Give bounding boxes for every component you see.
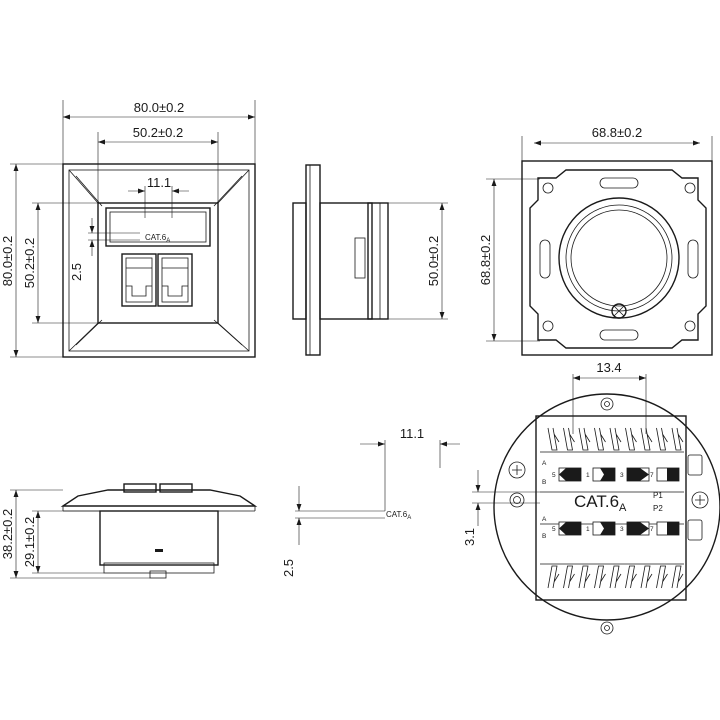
- idc-terminal-top-5: [609, 427, 622, 451]
- svg-text:3: 3: [620, 526, 624, 533]
- svg-text:7: 7: [650, 472, 654, 479]
- pair-block-1: 1: [586, 467, 616, 482]
- back-screw: [611, 303, 627, 319]
- dim-front-module: 11.1: [147, 175, 171, 190]
- svg-text:5: 5: [552, 526, 556, 533]
- pair-block-3: 3: [620, 467, 650, 482]
- dim-side-height: 50.0±0.2: [426, 236, 441, 287]
- wiring-row-bottom: A B 5 1 3 7: [542, 516, 680, 540]
- dim-bottom-body-depth: 29.1±0.2: [22, 517, 37, 568]
- dim-bottom-total-depth: 38.2±0.2: [0, 509, 15, 560]
- bottom-view: 38.2±0.2 29.1±0.2: [0, 483, 258, 579]
- back-frame: [521, 160, 713, 356]
- pair-block-7-bottom: 7: [650, 521, 680, 536]
- idc-terminal-top-3: [578, 427, 591, 451]
- pair-block-1-bottom: 1: [586, 521, 616, 536]
- svg-text:5: 5: [552, 472, 556, 479]
- back-view: 68.8±0.2 68.8±0.2: [478, 125, 713, 356]
- dim-front-outer-width: 80.0±0.2: [134, 100, 185, 115]
- port-label-p1: P1: [653, 491, 663, 500]
- terminal-housing: [493, 393, 720, 621]
- label-detail-view: 11.1 2.5 CAT.6A: [281, 426, 460, 577]
- front-plate-outline: [62, 163, 256, 358]
- back-round-opening: [558, 197, 680, 319]
- dim-front-small: 2.5: [69, 263, 84, 281]
- idc-terminal-top-9: [671, 427, 684, 451]
- label-window: [105, 207, 211, 247]
- svg-text:7: 7: [650, 526, 654, 533]
- label-detail-cat: CAT.6A: [386, 510, 411, 521]
- idc-terminal-bottom-4: [594, 565, 606, 589]
- idc-terminal-bottom-2: [563, 565, 575, 589]
- pair-block-3-bottom: 3: [620, 521, 650, 536]
- idc-terminal-top-4: [594, 427, 606, 451]
- idc-terminal-top-2: [563, 427, 575, 451]
- idc-terminal-bottom-8: [656, 565, 668, 589]
- pair-block-5-bottom: 5: [552, 521, 582, 536]
- dim-front-inner-width: 50.2±0.2: [133, 125, 184, 140]
- port-label-p2: P2: [653, 504, 663, 513]
- idc-terminal-bottom-9: [671, 565, 684, 589]
- wiring-row-top: A B 5 1 3 7: [542, 460, 680, 486]
- front-insert: [97, 202, 219, 324]
- row-label-a-bottom: A: [542, 516, 547, 523]
- idc-terminal-bottom-7: [640, 565, 653, 589]
- jack-port-1: [121, 253, 157, 307]
- dim-terminal-height: 3.1: [462, 528, 477, 546]
- svg-text:3: 3: [620, 472, 624, 479]
- idc-terminal-top-6: [625, 427, 637, 451]
- dim-back-width: 68.8±0.2: [592, 125, 643, 140]
- dim-back-height: 68.8±0.2: [478, 235, 493, 286]
- idc-terminal-bottom-6: [625, 565, 637, 589]
- front-view: 80.0±0.2 50.2±0.2 11.1 80.0±0.2 50.2±0.2…: [0, 100, 256, 358]
- idc-terminals-top: [547, 427, 684, 451]
- idc-terminal-top-1: [547, 427, 560, 451]
- pair-block-5: 5: [552, 467, 582, 482]
- dim-terminal-width: 13.4: [596, 360, 621, 375]
- idc-terminal-top-8: [656, 427, 668, 451]
- svg-text:1: 1: [586, 472, 590, 479]
- bottom-plate: [60, 489, 258, 507]
- idc-terminal-bottom-5: [609, 565, 622, 589]
- idc-terminal-top-7: [640, 427, 653, 451]
- idc-terminals-bottom: [547, 565, 684, 589]
- jack-port-2: [157, 253, 193, 307]
- svg-text:1: 1: [586, 526, 590, 533]
- pair-block-7: 7: [650, 467, 680, 482]
- side-body: [319, 202, 373, 320]
- idc-terminal-bottom-3: [578, 565, 591, 589]
- row-label-a: A: [542, 460, 547, 467]
- side-view: 50.0±0.2: [292, 164, 448, 356]
- dim-front-outer-height: 80.0±0.2: [0, 236, 15, 287]
- dim-label-width: 11.1: [400, 426, 424, 441]
- row-label-b: B: [542, 479, 546, 486]
- idc-terminal-bottom-1: [547, 565, 560, 589]
- terminal-cat-label: CAT.6A: [574, 492, 627, 514]
- front-cat-label: CAT.6A: [145, 233, 170, 244]
- bottom-body: [99, 510, 219, 566]
- dim-label-height: 2.5: [281, 559, 296, 577]
- row-label-b-bottom: B: [542, 533, 546, 540]
- dim-front-inner-height: 50.2±0.2: [22, 238, 37, 289]
- terminal-view: A B 5 1 3 7 A: [462, 360, 720, 635]
- side-plate: [305, 164, 321, 356]
